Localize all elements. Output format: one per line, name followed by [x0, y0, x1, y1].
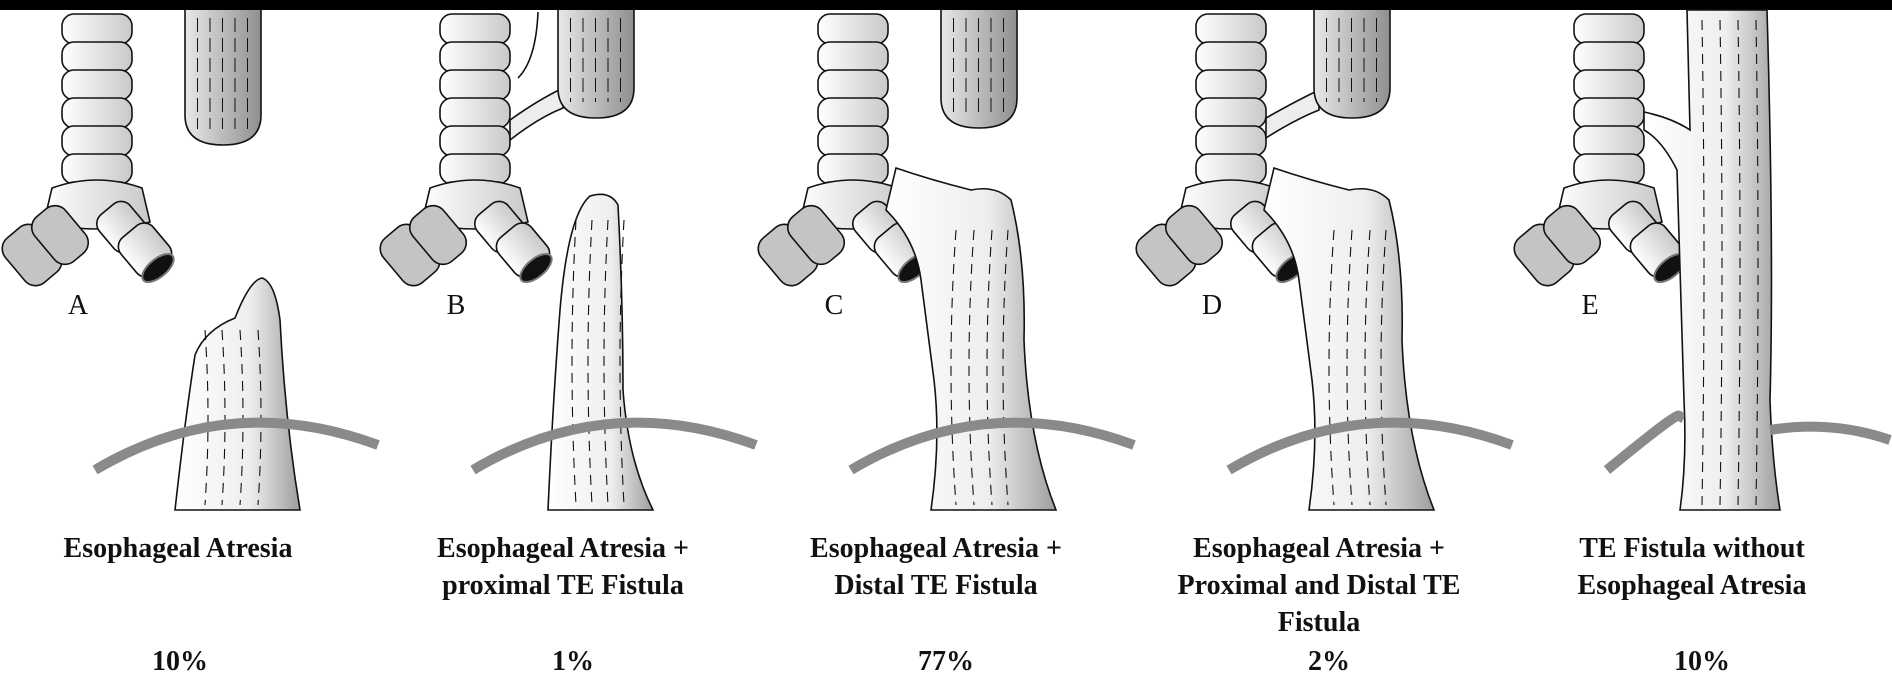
caption-line: Fistula — [1129, 604, 1509, 641]
incidence-percent: 10% — [30, 646, 330, 678]
panel-letter: B — [426, 290, 486, 322]
trachea — [375, 14, 557, 291]
tracheal-ring — [1196, 42, 1266, 72]
tracheal-ring — [62, 70, 132, 100]
panel-caption: Esophageal Atresia +Proximal and Distal … — [1129, 530, 1509, 641]
incidence-percent: 10% — [1552, 646, 1852, 678]
upper-esophageal-pouch — [941, 10, 1017, 128]
caption-line: Proximal and Distal TE — [1129, 567, 1509, 604]
tracheal-ring — [62, 42, 132, 72]
tracheal-ring — [1574, 98, 1644, 128]
incidence-percent: 1% — [423, 646, 723, 678]
trachea — [0, 14, 178, 291]
panel-caption: Esophageal Atresia — [0, 530, 368, 567]
tracheal-ring — [1574, 14, 1644, 44]
fistula-wall — [518, 12, 538, 78]
lower-esophagus — [548, 194, 653, 510]
lower-esophagus — [886, 168, 1056, 510]
incidence-percent: 2% — [1179, 646, 1479, 678]
panel-e-illustration — [1509, 10, 1890, 510]
tracheal-ring — [440, 14, 510, 44]
tracheal-ring — [440, 42, 510, 72]
panel-letter: D — [1182, 290, 1242, 322]
panel-a-illustration — [0, 10, 378, 510]
caption-line: Esophageal Atresia + — [373, 530, 753, 567]
panel-letter: E — [1560, 290, 1620, 322]
caption-line: Distal TE Fistula — [746, 567, 1126, 604]
caption-line: TE Fistula without — [1502, 530, 1882, 567]
lower-esophagus — [175, 278, 300, 510]
caption-line: Esophageal Atresia + — [1129, 530, 1509, 567]
tracheal-ring — [62, 14, 132, 44]
incidence-percent: 77% — [796, 646, 1096, 678]
lower-esophagus — [1264, 168, 1434, 510]
upper-esophageal-pouch — [185, 10, 261, 145]
upper-esophageal-pouch — [558, 10, 634, 118]
tracheal-ring — [440, 126, 510, 156]
trachea — [1131, 14, 1313, 291]
caption-line: proximal TE Fistula — [373, 567, 753, 604]
caption-line: Esophageal Atresia — [1502, 567, 1882, 604]
tracheal-ring — [818, 14, 888, 44]
panel-letter: A — [48, 290, 108, 322]
tracheal-ring — [1196, 14, 1266, 44]
proximal-fistula — [510, 88, 563, 140]
panel-b-illustration — [375, 10, 756, 510]
tracheal-ring — [818, 126, 888, 156]
panel-d-illustration — [1131, 10, 1512, 510]
upper-esophageal-pouch — [1314, 10, 1390, 118]
tracheal-ring — [62, 126, 132, 156]
tracheal-ring — [440, 70, 510, 100]
caption-line: Esophageal Atresia — [0, 530, 368, 567]
panel-c-illustration — [753, 10, 1134, 510]
tracheal-ring — [1574, 42, 1644, 72]
tracheal-ring — [1196, 98, 1266, 128]
caption-line: Esophageal Atresia + — [746, 530, 1126, 567]
proximal-fistula — [1266, 90, 1319, 138]
tracheal-ring — [1196, 126, 1266, 156]
tracheal-ring — [1196, 70, 1266, 100]
panel-letter: C — [804, 290, 864, 322]
panel-caption: Esophageal Atresia +Distal TE Fistula — [746, 530, 1126, 604]
tracheal-ring — [818, 70, 888, 100]
tracheal-ring — [1574, 70, 1644, 100]
trachea — [753, 14, 935, 291]
trachea — [1509, 14, 1691, 291]
panel-caption: Esophageal Atresia +proximal TE Fistula — [373, 530, 753, 604]
tracheal-ring — [818, 98, 888, 128]
tracheal-ring — [62, 98, 132, 128]
tracheal-ring — [440, 98, 510, 128]
tracheal-ring — [818, 42, 888, 72]
tracheal-ring — [1574, 126, 1644, 156]
